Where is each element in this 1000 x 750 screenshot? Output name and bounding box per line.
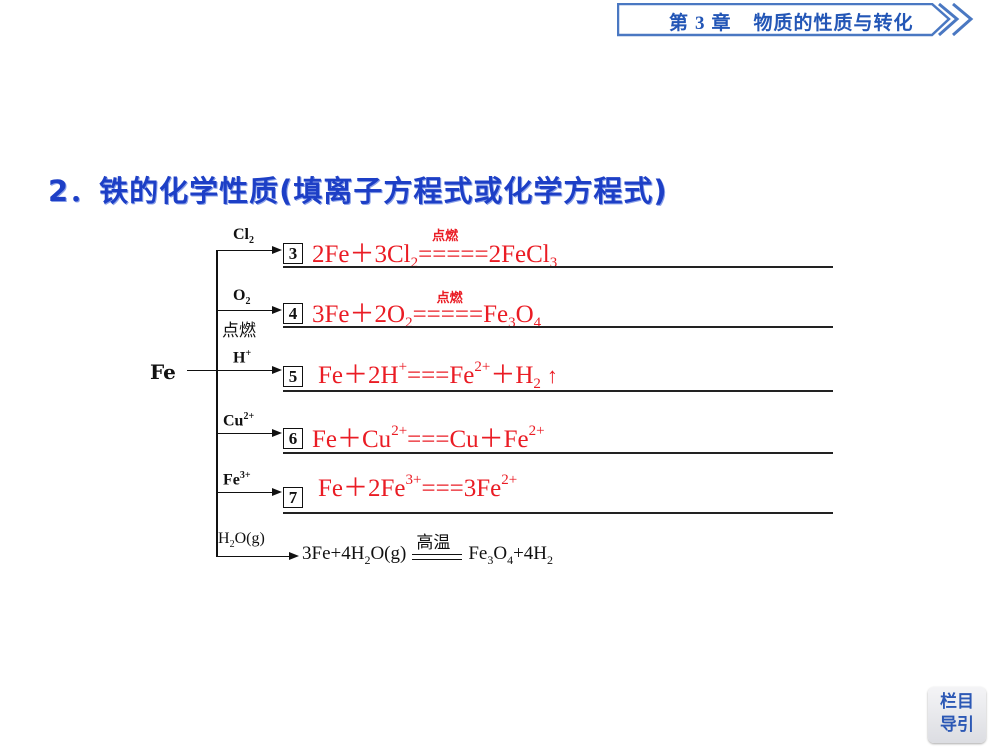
arrow-right-icon: [272, 488, 282, 496]
answer-equation-5: Fe＋2H+===Fe2+＋H2↑: [318, 359, 558, 392]
nav-label-line2: 导引: [940, 715, 974, 735]
blank-number-4: 4: [283, 303, 303, 324]
reactant-fe: Fe: [150, 360, 176, 384]
answer-line-7: [283, 512, 833, 514]
answer-equation-7: Fe＋2Fe3+===3Fe2+: [318, 472, 518, 502]
arrow-right-icon: [272, 306, 282, 314]
answer-line-5: [283, 390, 833, 392]
nav-label-line1: 栏目: [940, 692, 974, 712]
condition-below-o2: 点燃: [222, 321, 256, 341]
reaction-equal-sign: 高温: [412, 533, 463, 565]
branch-arrow-line: [217, 433, 277, 434]
answer-line-3: [283, 266, 833, 268]
branch-arrow-line: [217, 250, 277, 251]
chapter-name: 物质的性质与转化: [753, 12, 914, 34]
branch-arrow-line: [217, 310, 277, 311]
arrow-right-icon: [272, 246, 282, 254]
gas-up-arrow-icon: ↑: [546, 363, 558, 388]
fe-connector-line: [187, 370, 217, 371]
answer-equation-6: Fe＋Cu2+===Cu＋Fe2+: [312, 423, 545, 453]
blank-number-7: 7: [283, 487, 303, 508]
reagent-h2o-gas: H2O(g): [218, 530, 265, 551]
reagent-o2: O2: [233, 287, 251, 308]
chapter-suffix: 章: [711, 12, 732, 34]
section-title: 2．铁的化学性质(填离子方程式或化学方程式): [48, 174, 668, 208]
condition-high-temp: 高温: [416, 532, 451, 553]
branch-arrow-line: [217, 492, 277, 493]
branch-arrow-line: [217, 556, 293, 557]
banner-chevron-icon: [617, 3, 974, 37]
condition-ignite: 点燃: [436, 291, 463, 306]
answer-line-6: [283, 452, 833, 454]
reagent-cl2: Cl2: [233, 226, 254, 247]
blank-number-5: 5: [283, 366, 303, 387]
reagent-cu2-plus: Cu2+: [223, 411, 255, 430]
answer-line-4: [283, 326, 833, 328]
arrow-right-icon: [272, 366, 282, 374]
column-guide-button[interactable]: 栏目 导引: [928, 687, 986, 743]
condition-ignite: 点燃: [432, 229, 459, 244]
reagent-fe3-plus: Fe3+: [223, 470, 251, 489]
chapter-number: 3: [695, 13, 706, 34]
branch-vertical-line: [216, 250, 218, 557]
branch-arrow-line: [217, 370, 277, 371]
chapter-prefix: 第: [669, 12, 690, 34]
arrow-right-icon: [272, 429, 282, 437]
arrow-right-icon: [289, 552, 299, 560]
blank-number-6: 6: [283, 428, 303, 449]
blank-number-3: 3: [283, 243, 303, 264]
reagent-h-plus: H+: [233, 348, 252, 367]
